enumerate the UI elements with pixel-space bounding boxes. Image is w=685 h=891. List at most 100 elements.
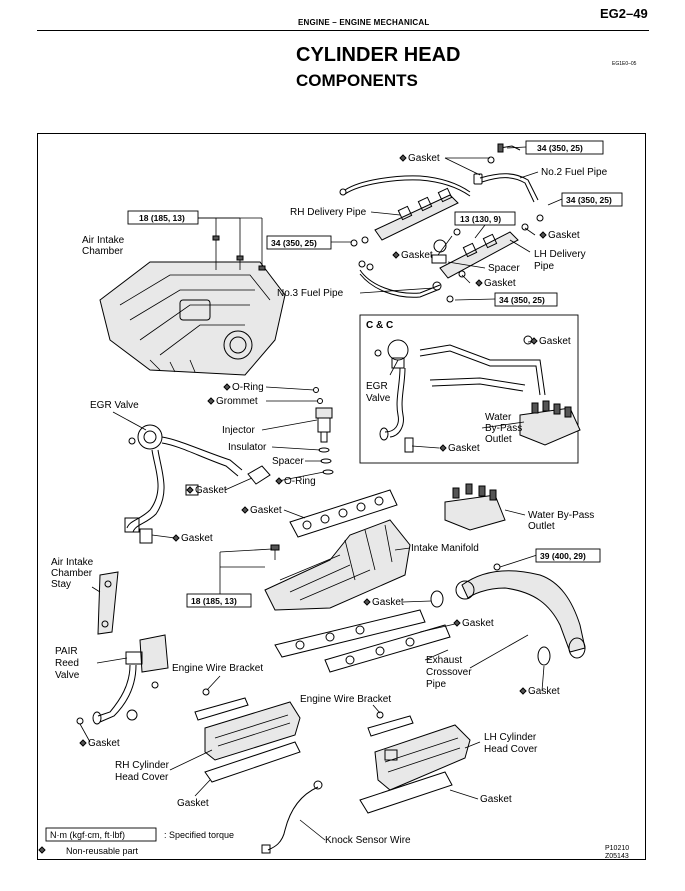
cc-egr-drawing [374,335,546,453]
water-bypass-outlet-label: Water By-Pass [528,510,594,521]
exhaust-crossover-pipe-label: Pipe [426,679,446,690]
no2-fuel-pipe-label: No.2 Fuel Pipe [541,167,608,178]
water-bypass-label: Outlet [485,434,512,445]
exhaust-gaskets-drawing [274,590,451,673]
gasket-label: Gasket [462,618,494,629]
air-intake-chamber-label: Chamber [82,246,124,257]
egr-valve-label: EGR Valve [90,400,139,411]
gasket-label: Gasket [448,443,480,454]
torque-label: 18 (185, 13) [139,213,185,223]
gasket-label: Gasket [528,686,560,697]
gasket-label: Gasket [88,738,120,749]
rh-delivery-pipe-label: RH Delivery Pipe [290,207,367,218]
insulator-label: Insulator [228,442,267,453]
air-intake-chamber-drawing [99,226,286,376]
lh-delivery-pipe-drawing [431,214,544,279]
legend-non-reusable: Non-reusable part [66,846,139,856]
torque-label: 34 (350, 25) [537,143,583,153]
no3-fuel-pipe-label: No.3 Fuel Pipe [277,288,344,299]
page-title: CYLINDER HEAD [296,44,461,66]
cc-label: C & C [366,320,393,331]
water-bypass-label: Water [485,412,512,423]
legend-unit-desc: : Specified torque [164,830,234,840]
gasket-label: Gasket [401,250,433,261]
torque-label: 13 (130, 9) [460,214,501,224]
gasket-label: Gasket [250,505,282,516]
pair-reed-valve-label: Valve [55,670,80,681]
knock-sensor-wire-label: Knock Sensor Wire [325,835,411,846]
air-intake-chamber-stay-drawing [97,571,119,635]
spacer-label: Spacer [488,263,520,274]
air-intake-chamber-stay-label: Chamber [51,568,93,579]
lh-cylinder-head-cover-drawing [359,724,471,814]
section-header: ENGINE – ENGINE MECHANICAL [298,18,430,27]
spacer-label: Spacer [272,456,304,467]
engine-wire-bracket-rh-drawing [194,688,249,721]
pair-reed-valve-label: PAIR [55,646,78,657]
gasket-label: Gasket [195,485,227,496]
figure-code: Z05143 [605,853,629,860]
injector-label: Injector [222,425,255,436]
engine-wire-bracket-lh-drawing [367,711,414,737]
torque-label: 39 (400, 29) [540,551,586,561]
page-subtitle: COMPONENTS [296,71,418,90]
rh-delivery-pipe-drawing [350,187,459,271]
diagram-frame [37,133,646,860]
air-intake-chamber-label: Air Intake [82,235,125,246]
page-number: EG2–49 [600,6,648,21]
pair-reed-valve-label: Reed [55,658,79,669]
gasket-label: Gasket [372,597,404,608]
engine-wire-bracket-label: Engine Wire Bracket [172,663,263,674]
header-rule [37,30,649,31]
torque-label: 34 (350, 25) [271,238,317,248]
lh-delivery-pipe-label: Pipe [534,261,554,272]
rh-cylinder-head-cover-drawing [204,701,301,783]
gasket-label: Gasket [408,153,440,164]
intake-manifold-drawing [264,519,411,611]
injector-drawing [313,387,334,475]
gasket-label: Gasket [548,230,580,241]
rh-cylinder-head-cover-label: Head Cover [115,772,169,783]
torque-label: 34 (350, 25) [566,195,612,205]
lh-delivery-pipe-label: LH Delivery [534,249,586,260]
torque-boxes [127,140,623,608]
water-bypass-outlet-drawing [444,483,506,531]
exhaust-crossover-pipe-drawing [455,563,586,666]
lh-cylinder-head-cover-label: LH Cylinder [484,732,537,743]
rh-cylinder-head-cover-label: RH Cylinder [115,760,170,771]
o-ring-label: O-Ring [232,382,264,393]
air-intake-chamber-stay-label: Air Intake [51,557,94,568]
egr-valve-drawing [124,424,271,544]
gasket-label: Gasket [177,798,209,809]
legend-unit: N·m (kgf·cm, ft·lbf) [50,830,125,840]
leader-lines [79,157,545,841]
engine-wire-bracket-label: Engine Wire Bracket [300,694,391,705]
intake-manifold-gasket-drawing [289,489,398,538]
grommet-label: Grommet [216,396,258,407]
knock-sensor-wire-drawing [261,780,323,854]
exhaust-crossover-pipe-label: Crossover [426,667,472,678]
cc-water-outlet-drawing [519,400,581,446]
document-code: EG1E0–05 [612,61,637,67]
o-ring-label: O-Ring [284,476,316,487]
air-intake-chamber-stay-label: Stay [51,579,71,590]
non-reusable-markers [38,154,547,854]
egr-valve-label: Valve [366,393,391,404]
pair-reed-valve-drawing [76,634,169,725]
water-bypass-outlet-label: Outlet [528,521,555,532]
exhaust-crossover-pipe-label: Exhaust [426,655,462,666]
gasket-label: Gasket [539,336,571,347]
intake-manifold-label: Intake Manifold [411,543,479,554]
water-bypass-label: By-Pass [485,423,522,434]
torque-label: 18 (185, 13) [191,596,237,606]
figure-code: P10210 [605,845,629,852]
torque-label: 34 (350, 25) [499,295,545,305]
legend-unit-box [45,827,157,842]
no3-fuel-pipe-drawing [359,269,454,303]
lh-cylinder-head-cover-label: Head Cover [484,744,538,755]
gasket-label: Gasket [484,278,516,289]
gasket-label: Gasket [480,794,512,805]
egr-valve-label: EGR [366,381,388,392]
gasket-label: Gasket [181,533,213,544]
